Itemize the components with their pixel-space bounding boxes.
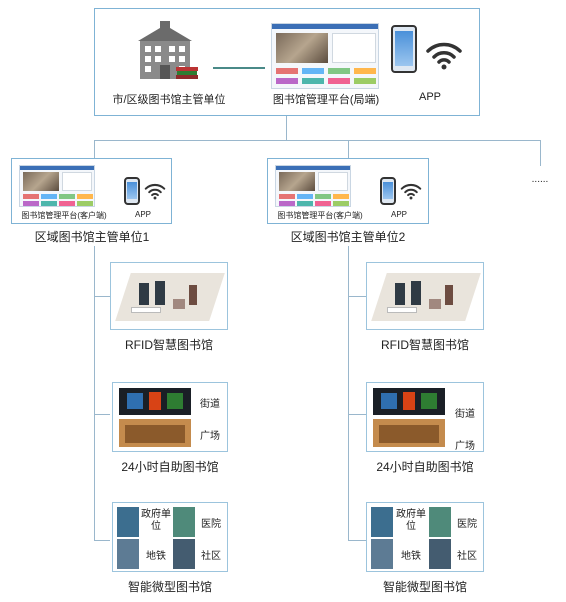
client-platform-screenshot: [19, 165, 95, 207]
self-service-library-image: 街道 广场: [366, 382, 484, 452]
wifi-icon: [144, 184, 166, 200]
tag-community: 社区: [457, 551, 477, 562]
tag-government: 政府单位: [141, 509, 171, 532]
micro-library-label: 智能微型图书馆: [127, 580, 212, 594]
admin-platform-label: 图书馆管理平台(局端): [272, 94, 380, 106]
region1-branch-24h: [94, 414, 110, 415]
more-ellipsis: ......: [531, 174, 549, 185]
tag-street: 街道: [455, 409, 475, 420]
rfid-library-image: [366, 262, 484, 330]
authority-platform-connector: [213, 67, 265, 69]
region2-branch-rfid: [348, 296, 366, 297]
tag-subway: 地铁: [146, 551, 166, 562]
region1-branch-micro: [94, 540, 110, 541]
client-platform-label: 图书馆管理平台(客户端): [21, 211, 107, 220]
client-platform-label: 图书馆管理平台(客户端): [277, 211, 363, 220]
region1-tree-trunk: [94, 246, 95, 540]
tag-hospital: 医院: [201, 519, 221, 530]
connector-region1: [94, 140, 95, 158]
connector-more: [540, 140, 541, 166]
region2-tree-trunk: [348, 246, 349, 540]
self-service-library-image: 街道 广场: [112, 382, 228, 452]
tag-community: 社区: [201, 551, 221, 562]
top-app-label: APP: [418, 91, 441, 103]
connector-top-down: [286, 116, 287, 140]
wifi-icon: [426, 42, 462, 70]
tag-government: 政府单位: [396, 509, 426, 532]
connector-region2: [348, 140, 349, 158]
micro-library-image: 政府单位 医院 地铁 社区: [112, 502, 228, 572]
authority-label: 市/区级图书馆主管单位: [112, 94, 226, 106]
library-building-icon: [138, 21, 198, 79]
rfid-library-label: RFID智慧图书馆: [381, 338, 469, 352]
region1-branch-rfid: [94, 296, 110, 297]
wifi-icon: [400, 184, 422, 200]
client-platform-screenshot: [275, 165, 351, 207]
rfid-library-label: RFID智慧图书馆: [125, 338, 213, 352]
mobile-phone-icon: [124, 177, 140, 205]
tag-subway: 地铁: [401, 551, 421, 562]
region2-unit-label: 区域图书馆主管单位2: [290, 230, 406, 244]
mobile-phone-icon: [391, 25, 417, 73]
region2-branch-24h: [348, 414, 366, 415]
top-authority-box: 市/区级图书馆主管单位 图书馆管理平台(局端) APP: [94, 8, 480, 116]
rfid-library-image: [110, 262, 228, 330]
connector-horizontal: [94, 140, 540, 141]
region2-box: 图书馆管理平台(客户端) APP: [267, 158, 429, 224]
tag-street: 街道: [200, 399, 220, 410]
region2-branch-micro: [348, 540, 366, 541]
region-app-label: APP: [390, 210, 407, 219]
region-app-label: APP: [134, 210, 151, 219]
self-service-library-label: 24小时自助图书馆: [121, 460, 219, 474]
region1-unit-label: 区域图书馆主管单位1: [34, 230, 150, 244]
admin-platform-screenshot: [271, 23, 379, 89]
tag-square: 广场: [200, 431, 220, 442]
region1-box: 图书馆管理平台(客户端) APP: [11, 158, 172, 224]
micro-library-image: 政府单位 医院 地铁 社区: [366, 502, 484, 572]
tag-hospital: 医院: [457, 519, 477, 530]
micro-library-label: 智能微型图书馆: [382, 580, 467, 594]
tag-square: 广场: [455, 441, 475, 452]
mobile-phone-icon: [380, 177, 396, 205]
self-service-library-label: 24小时自助图书馆: [376, 460, 474, 474]
